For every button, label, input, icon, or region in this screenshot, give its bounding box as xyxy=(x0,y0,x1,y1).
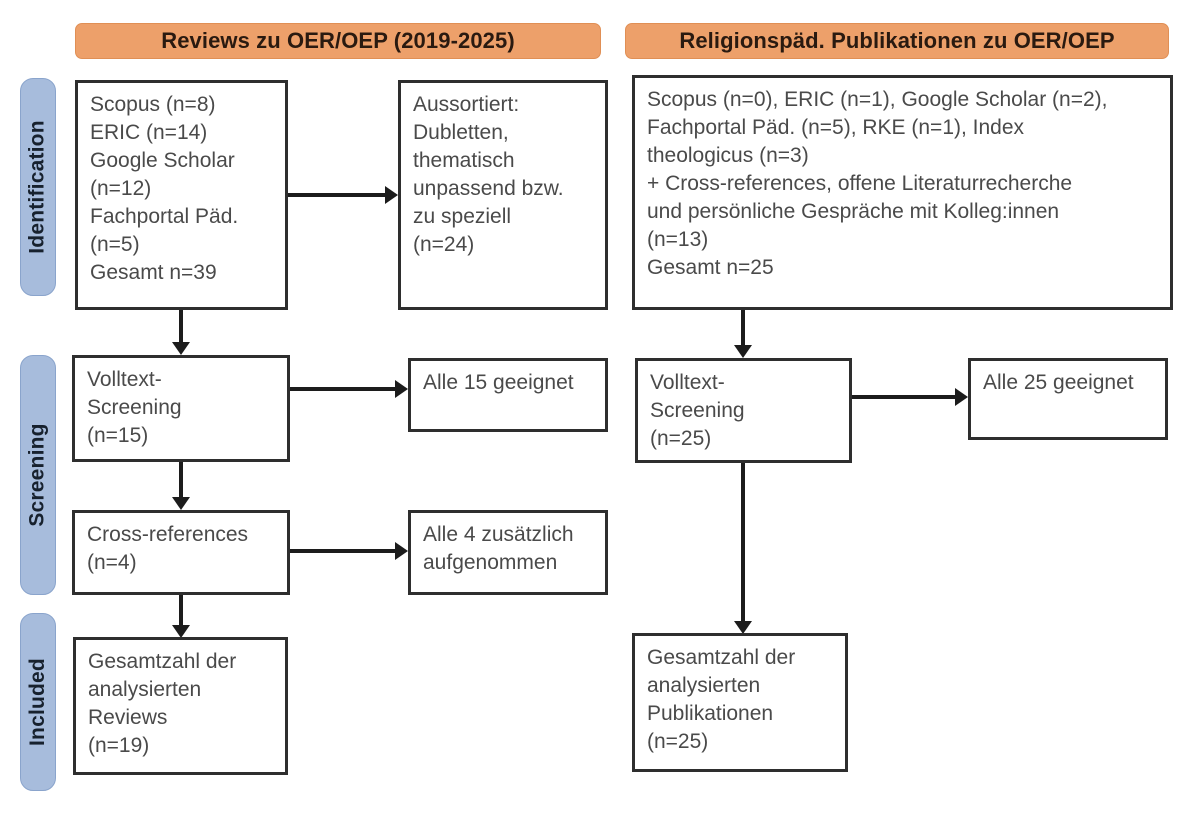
column-header-religionspaed: Religionspäd. Publikationen zu OER/OEP xyxy=(625,23,1169,59)
column-header-reviews: Reviews zu OER/OEP (2019-2025) xyxy=(75,23,601,59)
box-left-fulltext-screening: Volltext- Screening (n=15) xyxy=(72,355,290,462)
column-header-religionspaed-label: Religionspäd. Publikationen zu OER/OEP xyxy=(679,28,1115,53)
connector-left-crossrefs-to-included xyxy=(179,595,183,625)
stage-label-screening: Screening xyxy=(26,423,49,527)
arrow-right-screening-to-eligible xyxy=(955,388,968,406)
connector-left-screening-to-crossrefs xyxy=(179,462,183,497)
box-right-all-eligible: Alle 25 geeignet xyxy=(968,358,1168,440)
stage-pill-screening: Screening xyxy=(20,355,56,595)
connector-left-sources-to-excluded xyxy=(288,193,385,197)
arrow-right-sources-to-screening xyxy=(734,345,752,358)
box-left-all-eligible: Alle 15 geeignet xyxy=(408,358,608,432)
box-left-all-added: Alle 4 zusätzlich aufgenommen xyxy=(408,510,608,595)
arrow-left-screening-to-eligible xyxy=(395,380,408,398)
connector-left-sources-to-screening xyxy=(179,310,183,342)
arrow-right-screening-to-included xyxy=(734,621,752,634)
arrow-left-crossrefs-to-added xyxy=(395,542,408,560)
connector-left-screening-to-eligible xyxy=(290,387,395,391)
stage-label-identification: Identification xyxy=(26,120,49,254)
arrow-left-crossrefs-to-included xyxy=(172,625,190,638)
connector-right-screening-to-included xyxy=(741,463,745,621)
box-left-cross-references: Cross-references (n=4) xyxy=(72,510,290,595)
arrow-left-screening-to-crossrefs xyxy=(172,497,190,510)
box-right-included-total: Gesamtzahl der analysierten Publikatione… xyxy=(632,633,848,772)
box-right-identification-sources: Scopus (n=0), ERIC (n=1), Google Scholar… xyxy=(632,75,1173,310)
box-left-identification-sources: Scopus (n=8) ERIC (n=14) Google Scholar … xyxy=(75,80,288,310)
arrow-left-sources-to-excluded xyxy=(385,186,398,204)
box-right-fulltext-screening: Volltext- Screening (n=25) xyxy=(635,358,852,463)
stage-label-included: Included xyxy=(26,658,50,746)
stage-pill-identification: Identification xyxy=(20,78,56,296)
connector-left-crossrefs-to-added xyxy=(290,549,395,553)
arrow-left-sources-to-screening xyxy=(172,342,190,355)
stage-pill-included: Included xyxy=(20,613,56,791)
box-left-excluded: Aussortiert: Dubletten, thematisch unpas… xyxy=(398,80,608,310)
column-header-reviews-label: Reviews zu OER/OEP (2019-2025) xyxy=(161,28,515,53)
connector-right-sources-to-screening xyxy=(741,310,745,345)
box-left-included-total: Gesamtzahl der analysierten Reviews (n=1… xyxy=(73,637,288,775)
connector-right-screening-to-eligible xyxy=(852,395,955,399)
